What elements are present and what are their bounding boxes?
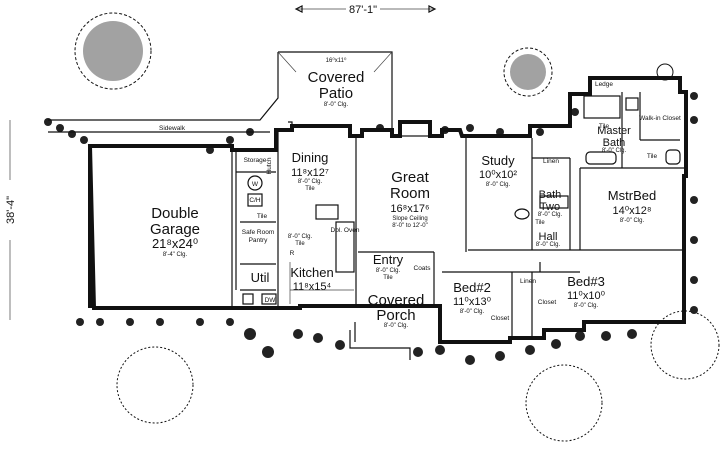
patio-note: 8'-0" Clg.	[324, 102, 349, 108]
landscape-trees	[74, 12, 720, 442]
hutch-label: Hutch	[266, 157, 273, 174]
bed3-name: Bed#3	[567, 274, 605, 289]
room-kitchen: Kitchen 11⁸x15⁴ 8'-0" Clg. Tile	[288, 234, 334, 293]
great-note: Slope Ceiling	[392, 216, 427, 222]
sidewalk-label: Sidewalk	[159, 125, 186, 132]
master-bath-name-1: Master	[597, 125, 631, 137]
patio-size: 16⁰x11⁰	[326, 57, 347, 64]
exterior-walls	[87, 76, 688, 344]
width-dimension: 87'-1"	[294, 4, 437, 16]
room-garage: Double Garage 21⁸x24⁰ 8'-4" Clg.	[150, 205, 200, 258]
linen-label-2: Linen	[520, 278, 536, 285]
dbl-oven-label: Dbl. Oven	[331, 227, 360, 234]
entry-note2: Tile	[383, 275, 393, 281]
room-master-bath: Master Bath 8'-0" Clg.	[597, 125, 631, 154]
dw-label: DW	[265, 297, 277, 304]
washer-label: W	[252, 181, 259, 188]
linen-label-1: Linen	[543, 158, 559, 165]
storage-label: Storage	[244, 157, 267, 164]
dining-note: 8'-0" Clg.	[298, 179, 323, 185]
porch-name-2: Porch	[376, 307, 415, 324]
garage-name-1: Double	[151, 205, 199, 222]
room-bath-two: Bath Two 8'-0" Clg. Tile	[535, 189, 562, 226]
garage-name-2: Garage	[150, 221, 200, 238]
dryer-label: C/H	[249, 197, 261, 204]
bed2-name: Bed#2	[453, 280, 491, 295]
tile-label-2: Tile	[647, 153, 658, 160]
room-hall: Hall 8'-0" Clg.	[536, 231, 561, 248]
depth-dimension: 38'-4"	[5, 120, 17, 320]
kitchen-note: 8'-0" Clg.	[288, 234, 313, 240]
study-name: Study	[481, 153, 515, 168]
room-porch: Covered Porch 8'-0" Clg.	[368, 292, 425, 329]
ref-label: R	[290, 250, 295, 257]
dining-name: Dining	[292, 150, 329, 165]
kitchen-size: 11⁸x15⁴	[293, 281, 332, 293]
garage-note: 8'-4" Clg.	[163, 252, 188, 258]
study-note: 8'-0" Clg.	[486, 182, 511, 188]
hall-name: Hall	[539, 231, 558, 243]
safe-room-label: Safe Room	[242, 229, 275, 236]
bath-two-name-2: Two	[540, 201, 560, 213]
great-name-1: Great	[391, 169, 429, 186]
kitchen-note2: Tile	[295, 241, 305, 247]
depth-dimension-label: 38'-4"	[5, 196, 17, 224]
fixtures	[242, 95, 681, 305]
entry-name: Entry	[373, 252, 404, 267]
room-util: Util	[251, 270, 270, 285]
mstr-bed-name: MstrBed	[608, 188, 656, 203]
room-dining: Dining 11⁸x12⁷ 8'-0" Clg. Tile	[291, 150, 329, 192]
room-mstr-bed: MstrBed 14⁰x12⁸ 8'-0" Clg.	[608, 188, 656, 224]
dining-note2: Tile	[305, 186, 315, 192]
bed2-size: 11⁰x13⁰	[453, 296, 492, 308]
dining-size: 11⁸x12⁷	[291, 167, 329, 179]
interior-walls	[231, 92, 684, 340]
patio-name-2: Patio	[319, 85, 353, 102]
hall-note: 8'-0" Clg.	[536, 242, 561, 248]
pantry-label: Pantry	[249, 237, 269, 244]
closet-label-1: Closet	[491, 315, 510, 322]
width-dimension-label: 87'-1"	[349, 4, 377, 16]
kitchen-name: Kitchen	[290, 265, 333, 280]
bath-two-tile: Tile	[535, 220, 545, 226]
study-size: 10⁰x10²	[479, 169, 517, 181]
room-bed3: Bed#3 11⁰x10⁰ 8'-0" Clg.	[567, 274, 606, 309]
sidewalk: Sidewalk	[48, 52, 411, 360]
great-note2: 8'-0" to 12'-0"	[392, 223, 428, 229]
entry-note: 8'-0" Clg.	[376, 268, 401, 274]
tile-label-1: Tile	[599, 123, 610, 130]
great-name-2: Room	[390, 185, 430, 202]
room-great: Great Room 16⁸x17⁶ Slope Ceiling 8'-0" t…	[390, 169, 430, 229]
room-entry: Entry 8'-0" Clg. Tile	[373, 252, 404, 281]
closet-label-2: Closet	[538, 299, 557, 306]
bath-two-note: 8'-0" Clg.	[538, 212, 563, 218]
room-study: Study 10⁰x10² 8'-0" Clg.	[479, 153, 517, 188]
porch-note: 8'-0" Clg.	[384, 323, 409, 329]
util-name: Util	[251, 270, 270, 285]
patio-name-1: Covered	[308, 69, 365, 86]
room-bed2: Bed#2 11⁰x13⁰ 8'-0" Clg.	[453, 280, 492, 315]
mstr-bed-size: 14⁰x12⁸	[612, 205, 651, 217]
bed3-note: 8'-0" Clg.	[574, 303, 599, 309]
bed2-note: 8'-0" Clg.	[460, 309, 485, 315]
minor-labels: Storage Hutch W C/H Safe Room Pantry DW …	[242, 81, 681, 322]
bed3-size: 11⁰x10⁰	[567, 290, 606, 302]
coats-label: Coats	[414, 265, 432, 272]
ledge-label: Ledge	[595, 81, 613, 88]
mstr-bed-note: 8'-0" Clg.	[620, 218, 645, 224]
great-size: 16⁸x17⁶	[390, 203, 429, 215]
tile-label-3: Tile	[257, 213, 268, 220]
room-patio: 16⁰x11⁰ Covered Patio 8'-0" Clg.	[308, 57, 365, 108]
porch-name-1: Covered	[368, 292, 425, 309]
walk-in-closet-label: Walk-in Closet	[639, 115, 681, 122]
master-bath-note: 8'-0" Clg.	[602, 148, 627, 154]
shrubs	[44, 92, 698, 365]
master-bath-name-2: Bath	[603, 137, 626, 149]
bath-two-name-1: Bath	[539, 189, 562, 201]
garage-size: 21⁸x24⁰	[152, 236, 198, 251]
